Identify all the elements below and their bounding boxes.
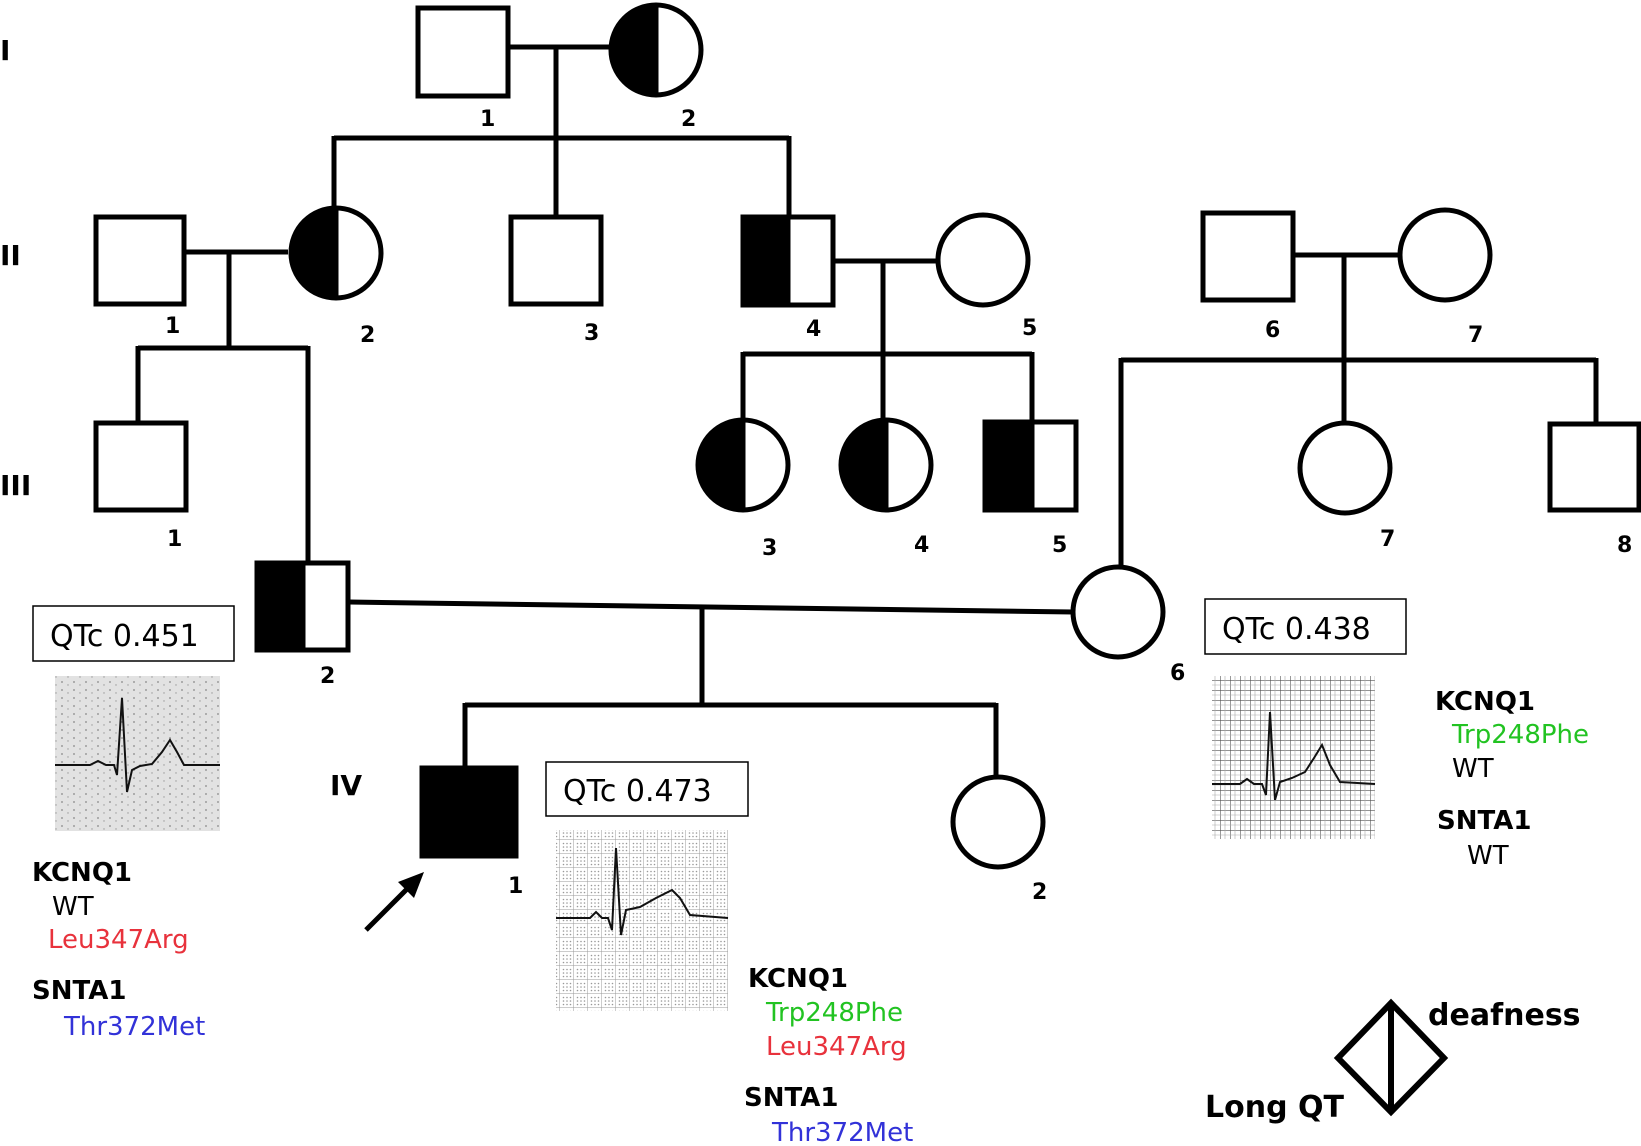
individual-II-7: 7 xyxy=(1397,207,1493,348)
qtc-box-III-6: QTc 0.438 xyxy=(1204,598,1407,655)
id-label: 7 xyxy=(1468,323,1483,348)
individual-III-8: 8 xyxy=(1547,421,1641,558)
gene-label-snta1: SNTA1 xyxy=(32,976,126,1006)
id-label: 4 xyxy=(806,317,821,342)
pedigree-lines xyxy=(135,44,1599,776)
individual-III-2: 2 xyxy=(254,560,351,689)
id-label: 6 xyxy=(1265,318,1280,343)
gene-label-kcnq1: KCNQ1 xyxy=(748,964,848,994)
gene-label-kcnq1: KCNQ1 xyxy=(32,858,132,888)
ecg-strip-IV-1 xyxy=(556,830,729,1011)
allele-leu347arg: Leu347Arg xyxy=(48,925,189,955)
individual-I-1: 1 xyxy=(415,5,511,132)
allele-wt: WT xyxy=(1452,754,1494,784)
allele-thr372met: Thr372Met xyxy=(771,1118,913,1146)
id-label: 2 xyxy=(1032,880,1047,905)
genotype-III-6: KCNQ1 Trp248Phe WT SNTA1 WT xyxy=(1435,687,1589,871)
allele-wt: WT xyxy=(52,892,94,922)
legend-deafness-label: deafness xyxy=(1428,998,1581,1033)
ecg-strip-III-6 xyxy=(1212,676,1376,839)
id-label: 3 xyxy=(584,321,599,346)
id-label: 8 xyxy=(1617,533,1632,558)
qtc-value: QTc 0.451 xyxy=(50,619,199,654)
id-label: 5 xyxy=(1022,316,1037,341)
individual-II-3: 3 xyxy=(508,214,604,346)
id-label: 3 xyxy=(762,536,777,561)
allele-wt: WT xyxy=(1467,841,1509,871)
id-label: 1 xyxy=(480,107,495,132)
id-label: 5 xyxy=(1052,533,1067,558)
id-label: 1 xyxy=(508,874,523,899)
legend: deafness Long QT xyxy=(1205,998,1581,1125)
individual-III-4: 4 xyxy=(838,417,934,558)
qtc-value: QTc 0.473 xyxy=(563,774,712,809)
generation-label-II: II xyxy=(0,239,21,272)
id-label: 6 xyxy=(1170,661,1185,686)
allele-thr372met: Thr372Met xyxy=(63,1012,205,1042)
allele-trp248phe: Trp248Phe xyxy=(1451,720,1589,750)
proband-arrow xyxy=(364,872,424,932)
gene-label-kcnq1: KCNQ1 xyxy=(1435,687,1535,717)
id-label: 2 xyxy=(681,107,696,132)
ecg-strip-III-2 xyxy=(55,676,220,831)
id-label: 1 xyxy=(167,527,182,552)
qtc-value: QTc 0.438 xyxy=(1222,612,1371,647)
generation-label-I: I xyxy=(0,34,10,67)
legend-long-qt-label: Long QT xyxy=(1205,1090,1345,1125)
generation-label-IV: IV xyxy=(330,769,362,802)
individual-III-3: 3 xyxy=(695,417,791,561)
id-label: 2 xyxy=(360,323,375,348)
individual-II-2: 2 xyxy=(288,205,384,348)
id-label: 2 xyxy=(320,664,335,689)
individual-IV-1-proband: 1 xyxy=(419,765,523,899)
allele-leu347arg: Leu347Arg xyxy=(766,1032,907,1062)
generation-label-III: III xyxy=(0,469,31,502)
individual-II-5: 5 xyxy=(935,212,1037,341)
individual-III-6: 6 xyxy=(1070,564,1185,686)
individual-III-1: 1 xyxy=(93,420,189,552)
individual-I-2: 2 xyxy=(608,2,704,132)
individual-II-6: 6 xyxy=(1200,210,1296,343)
id-label: 4 xyxy=(914,533,929,558)
gene-label-snta1: SNTA1 xyxy=(744,1083,838,1113)
individual-II-1: 1 xyxy=(93,214,187,339)
qtc-box-IV-1: QTc 0.473 xyxy=(545,761,749,817)
gene-label-snta1: SNTA1 xyxy=(1437,806,1531,836)
genotype-III-2: KCNQ1 WT Leu347Arg SNTA1 Thr372Met xyxy=(32,858,205,1042)
id-label: 1 xyxy=(165,314,180,339)
genotype-IV-1: KCNQ1 Trp248Phe Leu347Arg SNTA1 Thr372Me… xyxy=(744,964,913,1146)
individual-II-4: 4 xyxy=(740,214,836,342)
qtc-box-III-2: QTc 0.451 xyxy=(32,605,235,662)
individual-III-7: 7 xyxy=(1297,420,1395,552)
individual-III-5: 5 xyxy=(982,419,1079,558)
id-label: 7 xyxy=(1380,527,1395,552)
allele-trp248phe: Trp248Phe xyxy=(765,998,903,1028)
individual-IV-2: 2 xyxy=(950,774,1047,905)
